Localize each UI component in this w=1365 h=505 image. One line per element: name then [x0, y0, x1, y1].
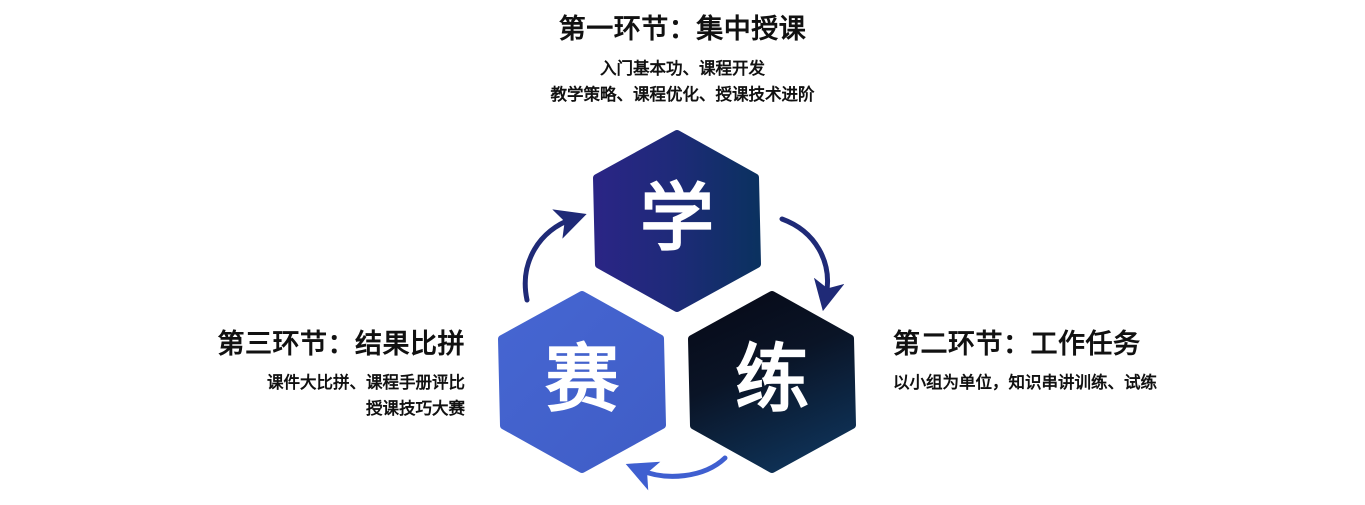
stage-3-title: 第三环节：结果比拼: [217, 329, 465, 359]
hexagon-stage-1[interactable]: 学: [593, 130, 761, 312]
hexagon-stage-2-glyph: 练: [735, 338, 809, 421]
stage-3-desc-line-2: 授课技巧大赛: [366, 399, 465, 418]
stage-1-title: 第一环节：集中授课: [558, 14, 807, 44]
hexagon-stage-1-shape: [593, 130, 761, 312]
arrow-sai-to-xue: [522, 209, 587, 303]
hexagon-stage-3-shape: [498, 291, 666, 473]
hexagon-stage-2[interactable]: 练: [688, 291, 856, 473]
hexagon-stage-1-glyph: 学: [640, 177, 714, 260]
stage-3-desc-line-1: 课件大比拼、课程手册评比: [267, 374, 465, 393]
stage-2-desc-line-1: 以小组为单位，知识串讲训练、试练: [893, 374, 1157, 393]
arrow-xue-to-lian: [779, 216, 845, 312]
stage-1-label-group: 第一环节：集中授课 入门基本功、课程开发 教学策略、课程优化、授课技术进阶: [0, 12, 1365, 108]
stage-1-desc-line-2: 教学策略、课程优化、授课技术进阶: [550, 85, 815, 104]
stage-3-label-group: 第三环节：结果比拼 课件大比拼、课程手册评比 授课技巧大赛: [40, 327, 466, 422]
stage-2-label-group: 第二环节：工作任务 以小组为单位，知识串讲训练、试练: [893, 327, 1343, 397]
stage-2-title: 第二环节：工作任务: [893, 329, 1141, 359]
stage-1-desc-line-1: 入门基本功、课程开发: [600, 60, 765, 79]
hexagon-stage-3[interactable]: 赛: [498, 291, 666, 473]
arrow-lian-to-sai: [625, 455, 728, 491]
hexagon-stage-2-shape: [688, 291, 856, 473]
hexagon-stage-3-glyph: 赛: [545, 338, 620, 421]
